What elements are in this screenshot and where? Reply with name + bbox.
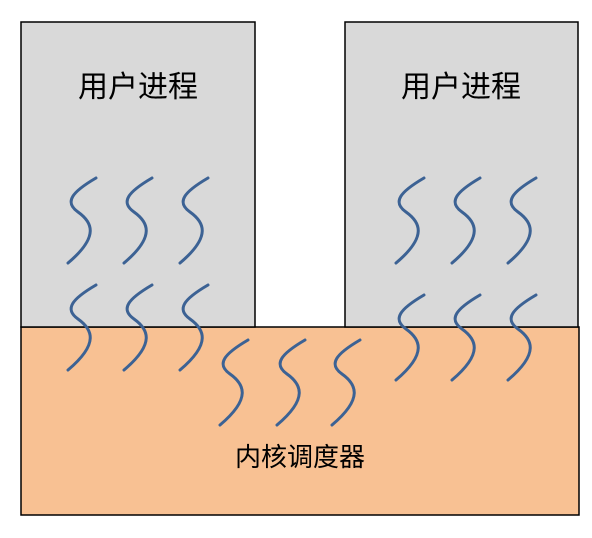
- squiggle-thread-icon-9: [330, 338, 362, 427]
- user-process-label-left: 用户进程: [78, 70, 198, 105]
- squiggle-thread-icon-11: [450, 176, 482, 265]
- squiggle-thread-icon-1: [66, 176, 98, 265]
- thread-group: [66, 176, 538, 427]
- squiggle-thread-icon-7: [218, 338, 250, 427]
- squiggle-thread-icon-12: [506, 176, 538, 265]
- kernel-scheduler-box: [20, 326, 580, 516]
- squiggle-thread-icon-4: [66, 283, 98, 372]
- squiggle-thread-icon-6: [178, 283, 210, 372]
- squiggle-thread-icon-15: [506, 293, 538, 382]
- squiggle-thread-icon-5: [122, 283, 154, 372]
- squiggle-thread-icon-3: [178, 176, 210, 265]
- squiggle-thread-icon-14: [450, 293, 482, 382]
- user-process-box-left: [20, 21, 256, 328]
- user-process-box-right: [344, 21, 579, 328]
- squiggle-thread-icon-2: [122, 176, 154, 265]
- kernel-scheduler-label: 内核调度器: [235, 443, 365, 473]
- squiggle-thread-icon-13: [394, 293, 426, 382]
- squiggle-thread-icon-8: [275, 338, 307, 427]
- user-process-label-right: 用户进程: [401, 70, 521, 105]
- squiggle-thread-icon-10: [394, 176, 426, 265]
